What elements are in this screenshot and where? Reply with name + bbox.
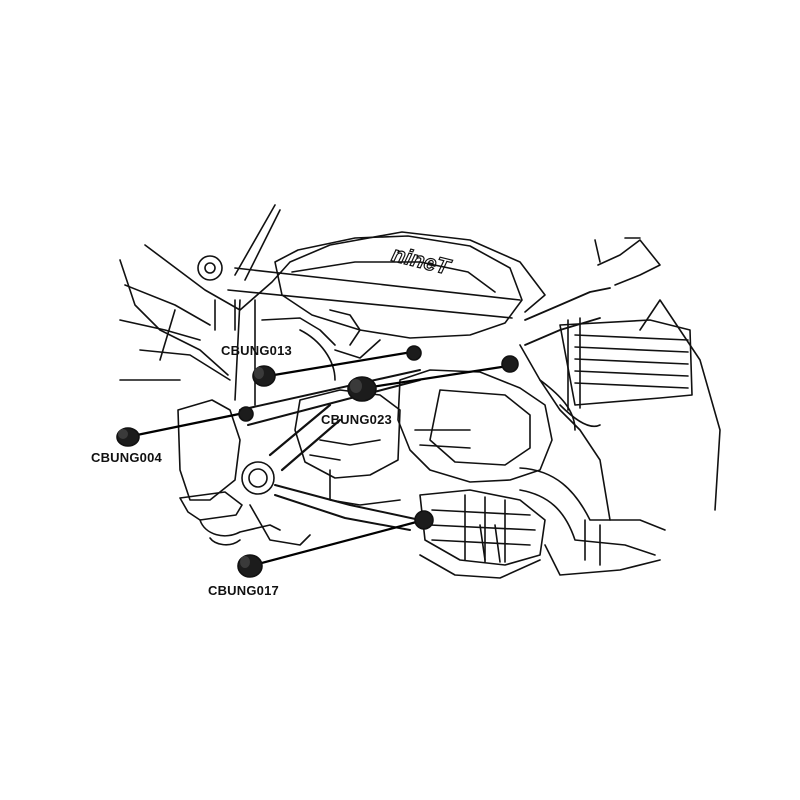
exhaust-pipes	[419, 299, 721, 579]
leader-004	[130, 411, 246, 438]
tank-cover	[274, 235, 523, 339]
leader-013	[266, 350, 414, 378]
callout-cbung023: CBUNG023	[321, 412, 392, 427]
callout-cbung013: CBUNG013	[221, 343, 292, 358]
bung-013-icon	[252, 365, 276, 387]
cylinder-head	[419, 489, 546, 566]
callout-leaders	[130, 350, 510, 567]
leader-023	[363, 364, 510, 390]
hoses	[261, 309, 601, 431]
frame-upper	[119, 204, 546, 406]
filler-cap	[197, 255, 223, 281]
bung-017-icon	[237, 554, 263, 578]
engine-block	[294, 369, 553, 506]
callout-cbung004: CBUNG004	[91, 450, 162, 465]
footpeg-bracket	[177, 399, 311, 546]
bung-004-icon	[116, 427, 140, 447]
oil-cooler	[559, 237, 693, 411]
leader-017	[252, 518, 426, 567]
bung-023-icon	[347, 376, 377, 402]
crash-bar	[239, 287, 611, 531]
callout-cbung017: CBUNG017	[208, 583, 279, 598]
frame-hole-icons	[238, 345, 519, 530]
tank-logo: nineT	[389, 241, 453, 280]
